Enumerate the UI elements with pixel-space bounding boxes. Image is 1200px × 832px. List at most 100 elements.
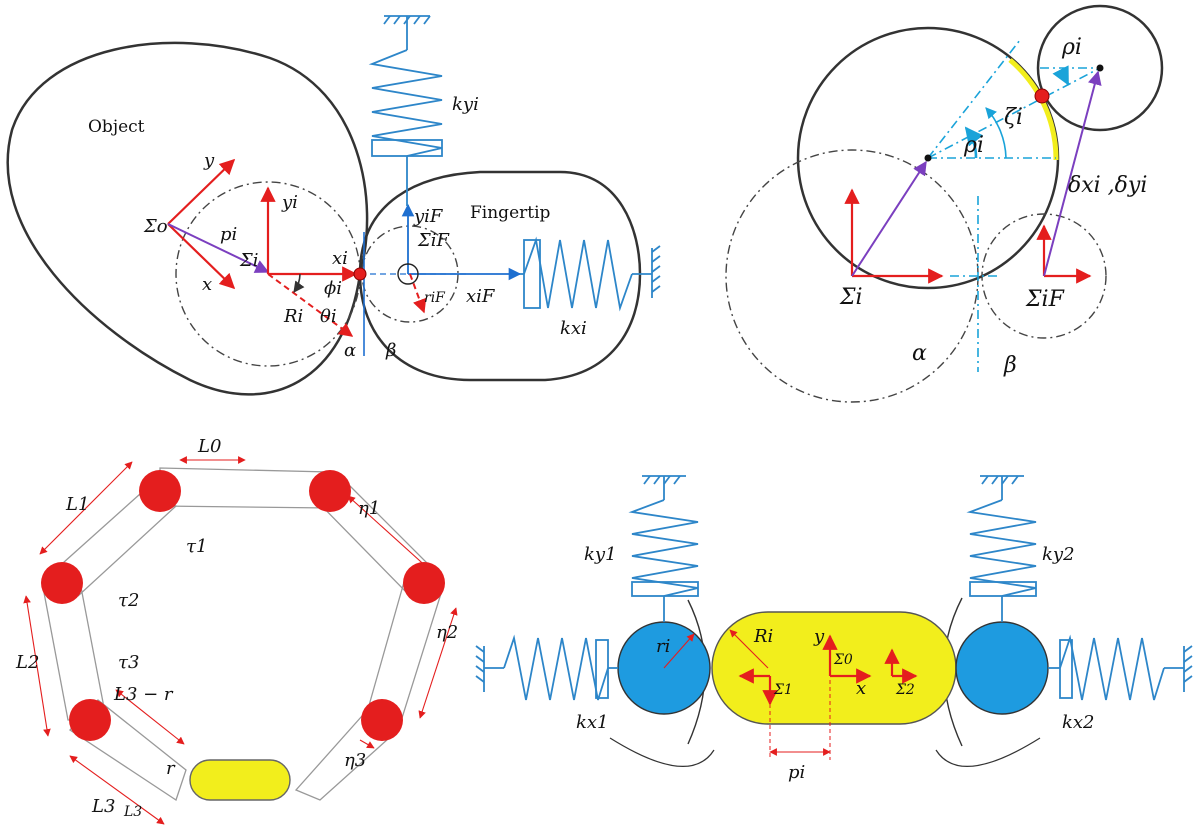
p-i-label-d: pi	[788, 762, 805, 783]
sigma-o-y-axis	[167, 158, 236, 225]
L3-minus-r-label: L3 − r	[113, 684, 174, 705]
zeta-reference-line	[927, 39, 1021, 159]
spring-k-yi	[368, 15, 443, 206]
sigma-i-label: Σi	[239, 250, 258, 271]
panel-two-finger-model: ky1 ky2 kx1 kx2 ri Ri y x Σ1 Σ0 Σ2 pi	[475, 475, 1193, 783]
y-i-label: yi	[281, 192, 298, 213]
alpha-label-b: α	[912, 341, 927, 366]
p-i-vector	[167, 223, 270, 273]
right-outer-arc	[935, 737, 1041, 767]
eta3-label: η3	[344, 750, 366, 771]
fingertip-label: Fingertip	[470, 203, 551, 223]
dim-eta1	[347, 495, 431, 571]
dim-L3-minus-r	[115, 689, 185, 745]
tau1-label: τ1	[186, 536, 207, 557]
L0-label: L0	[197, 436, 221, 457]
rho-i-top-label: ρi	[1061, 35, 1082, 60]
contact-point	[353, 267, 367, 281]
k-y2-label: ky2	[1042, 544, 1075, 565]
r-i-label: Ri	[283, 306, 303, 327]
spring-k-y1	[628, 475, 699, 622]
object-x-label: x	[202, 274, 212, 295]
joint-4	[403, 562, 445, 604]
p-i-label: pi	[220, 224, 237, 245]
eta2-label: η2	[436, 622, 458, 643]
joint-1	[139, 470, 181, 512]
contact-point-b	[1034, 88, 1050, 104]
alpha-label: α	[344, 340, 356, 361]
r-i-label-d: ri	[656, 636, 670, 657]
sigma-0-label: Σ0	[833, 652, 853, 668]
link-L0	[159, 467, 331, 509]
joint-5	[69, 699, 111, 741]
x-label-d: x	[856, 678, 866, 699]
left-outer-arc	[609, 737, 715, 767]
phi-i-label: ϕi	[324, 278, 342, 299]
spring-k-x2	[1048, 634, 1193, 701]
r-label: r	[166, 758, 176, 779]
object-capsule	[711, 611, 957, 725]
sigma-1-label: Σ1	[773, 682, 793, 698]
rho-i-label: ρi	[963, 133, 984, 158]
k-y1-label: ky1	[584, 544, 617, 565]
delta-label: δxi ,δyi	[1068, 173, 1147, 198]
x-i-f-label: xiF	[466, 286, 496, 307]
sigma-2-label: Σ2	[895, 682, 915, 698]
object-label: Object	[88, 117, 145, 137]
R-i-label-d: Ri	[753, 626, 773, 647]
R-i-radius	[729, 629, 769, 669]
sigma-o-label: Σo	[143, 216, 168, 237]
beta-label-b: β	[1003, 353, 1017, 378]
dim-L1	[39, 461, 133, 555]
dim-L3	[69, 755, 165, 825]
r-i-dashed-radius	[267, 273, 354, 337]
zeta-i-label: ζi	[1004, 105, 1023, 130]
k-yi-label: kyi	[452, 94, 479, 115]
link-L2-left	[41, 581, 107, 721]
sigma-i-label-b: Σi	[839, 285, 863, 310]
rho-angle-arc	[964, 126, 984, 159]
joint-6	[361, 699, 403, 741]
x-i-label: xi	[332, 248, 348, 269]
dim-L2	[23, 595, 51, 737]
L1-label: L1	[65, 494, 89, 515]
k-x1-label: kx1	[576, 712, 609, 733]
L2-label: L2	[15, 652, 39, 673]
link-L2-right	[365, 581, 445, 719]
joint-3	[41, 562, 83, 604]
tau3-label: τ3	[118, 652, 139, 673]
contact-arc-highlight	[1008, 58, 1059, 161]
zeta-angle-arc	[985, 107, 1007, 159]
spring-k-xi	[520, 236, 661, 312]
y-label-d: y	[813, 626, 825, 647]
sigma-i-f-label: ΣiF	[417, 230, 450, 251]
fingertip-center-dot	[1096, 64, 1104, 72]
k-xi-label: kxi	[560, 318, 587, 339]
r-i-radius	[663, 633, 695, 669]
phi-i-angle-arc	[293, 273, 305, 293]
y-i-f-label: yiF	[413, 206, 444, 227]
spring-k-y2	[966, 475, 1037, 622]
delta-vector	[1043, 70, 1102, 277]
center-line	[927, 67, 1101, 159]
eta1-label: η1	[358, 498, 380, 519]
L3-label: L3	[91, 796, 115, 817]
object-center-dot	[924, 154, 932, 162]
fingertip-angle-arc	[1052, 65, 1070, 86]
beta-label: β	[385, 340, 396, 361]
sigma-o-x-axis	[167, 223, 236, 290]
r-i-f-radius	[409, 273, 427, 314]
tau2-label: τ2	[118, 590, 139, 611]
dim-eta3	[359, 739, 375, 749]
panel-hand-kinematics: L0 L1 L2 L3 L3 L3 − r r τ1 τ2 τ3 η1 η2 η…	[15, 436, 458, 825]
theta-i-label: θi	[320, 306, 337, 327]
object-y-label: y	[203, 150, 215, 171]
dim-eta2	[418, 607, 458, 719]
L3-small-label: L3	[123, 804, 142, 820]
sigma-i-f-label-b: ΣiF	[1025, 287, 1065, 312]
rho-vector	[851, 160, 927, 277]
r-i-f-label: riF	[424, 290, 446, 306]
panel-contact-geometry: ρi ζi ρi δxi ,δyi Σi ΣiF α β	[725, 4, 1164, 403]
object-outline	[6, 41, 369, 396]
fingertip-center-circle	[397, 263, 419, 285]
